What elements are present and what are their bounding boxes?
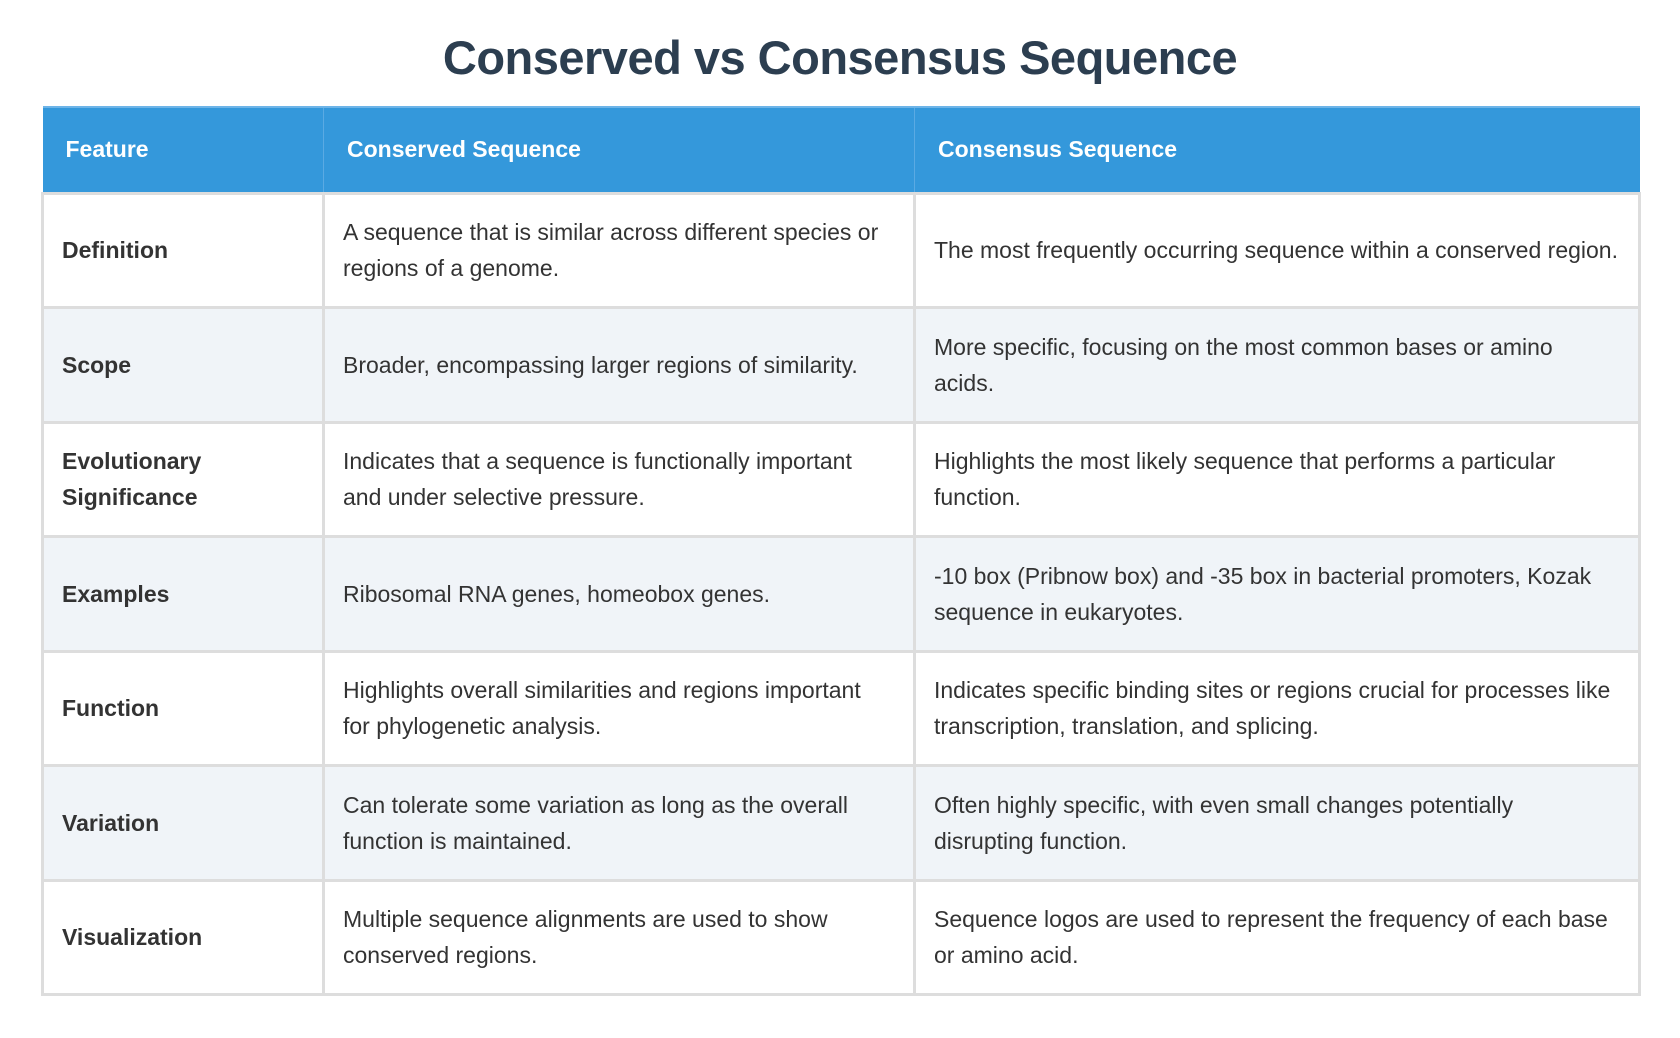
table-row-definition: Definition A sequence that is similar ac…	[41, 191, 1641, 309]
consensus-cell: More specific, focusing on the most comm…	[913, 306, 1641, 424]
conserved-cell: Indicates that a sequence is functionall…	[322, 420, 916, 538]
conserved-cell: Can tolerate some variation as long as t…	[322, 764, 916, 882]
conserved-cell: Ribosomal RNA genes, homeobox genes.	[322, 535, 916, 653]
consensus-cell: Highlights the most likely sequence that…	[913, 420, 1641, 538]
table-row-scope: Scope Broader, encompassing larger regio…	[41, 306, 1641, 424]
conserved-cell: A sequence that is similar across differ…	[322, 191, 916, 309]
column-header-consensus: Consensus Sequence	[914, 106, 1640, 194]
table-body: Definition A sequence that is similar ac…	[41, 191, 1641, 996]
consensus-cell: Often highly specific, with even small c…	[913, 764, 1641, 882]
column-header-conserved: Conserved Sequence	[323, 106, 915, 194]
table-row-function: Function Highlights overall similarities…	[41, 649, 1641, 767]
column-header-feature: Feature	[42, 106, 324, 194]
consensus-cell: Indicates specific binding sites or regi…	[913, 649, 1641, 767]
page-title: Conserved vs Consensus Sequence	[442, 31, 1238, 84]
table-row-visualization: Visualization Multiple sequence alignmen…	[41, 878, 1641, 996]
consensus-cell: Sequence logos are used to represent the…	[913, 878, 1641, 996]
feature-cell: Scope	[41, 306, 325, 424]
header-row: Feature Conserved Sequence Consensus Seq…	[42, 106, 1640, 194]
comparison-table: Feature Conserved Sequence Consensus Seq…	[41, 106, 1641, 996]
consensus-cell: -10 box (Pribnow box) and -35 box in bac…	[913, 535, 1641, 653]
conserved-cell: Multiple sequence alignments are used to…	[322, 878, 916, 996]
feature-cell: Evolutionary Significance	[41, 420, 325, 538]
table-header: Feature Conserved Sequence Consensus Seq…	[42, 106, 1640, 194]
feature-cell: Function	[41, 649, 325, 767]
table-row-evolutionary-significance: Evolutionary Significance Indicates that…	[41, 420, 1641, 538]
feature-cell: Visualization	[41, 878, 325, 996]
conserved-cell: Highlights overall similarities and regi…	[322, 649, 916, 767]
consensus-cell: The most frequently occurring sequence w…	[913, 191, 1641, 309]
table-row-variation: Variation Can tolerate some variation as…	[41, 764, 1641, 882]
table-row-examples: Examples Ribosomal RNA genes, homeobox g…	[41, 535, 1641, 653]
feature-cell: Examples	[41, 535, 325, 653]
feature-cell: Definition	[41, 191, 325, 309]
conserved-cell: Broader, encompassing larger regions of …	[322, 306, 916, 424]
feature-cell: Variation	[41, 764, 325, 882]
